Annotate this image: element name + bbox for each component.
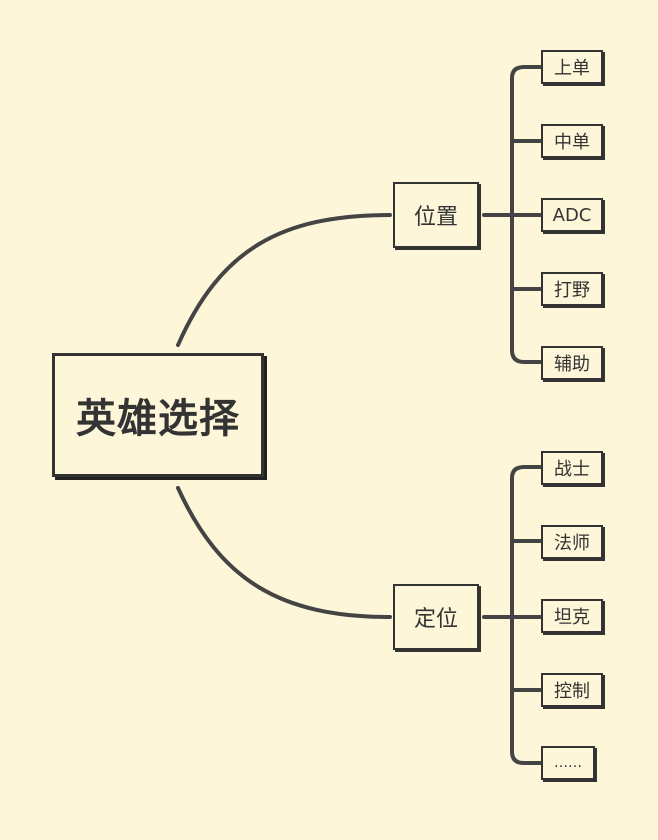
connector-root-role (176, 486, 392, 619)
branch-node-position[interactable]: 位置 (393, 182, 479, 248)
root-node[interactable]: 英雄选择 (52, 353, 264, 477)
leaf-node[interactable]: 战士 (541, 451, 603, 485)
leaf-node[interactable]: ADC (541, 198, 603, 232)
leaf-node[interactable]: 打野 (541, 272, 603, 306)
root-label: 英雄选择 (76, 396, 240, 442)
leaf-label: 坦克 (554, 607, 590, 628)
leaf-label: …… (554, 755, 582, 771)
leaf-node[interactable]: 控制 (541, 673, 603, 707)
leaf-node[interactable]: 上单 (541, 50, 603, 84)
leaf-label: 法师 (554, 533, 590, 554)
leaf-node[interactable]: 中单 (541, 124, 603, 158)
leaf-label: 中单 (554, 132, 590, 153)
leaf-label: 战士 (554, 459, 590, 480)
branch-node-role[interactable]: 定位 (393, 584, 479, 650)
branch-label: 位置 (413, 205, 458, 230)
leaf-label: ADC (552, 204, 592, 226)
leaf-label: 上单 (554, 58, 590, 79)
leaf-node[interactable]: 坦克 (541, 599, 603, 633)
bracket-role (482, 465, 542, 765)
leaf-node[interactable]: …… (541, 746, 595, 780)
branch-label: 定位 (413, 607, 458, 632)
leaf-label: 控制 (554, 681, 590, 702)
leaf-label: 辅助 (554, 354, 590, 375)
connector-root-position (176, 213, 392, 347)
leaf-label: 打野 (554, 280, 590, 301)
leaf-node[interactable]: 辅助 (541, 346, 603, 380)
leaf-node[interactable]: 法师 (541, 525, 603, 559)
bracket-position (482, 65, 542, 364)
